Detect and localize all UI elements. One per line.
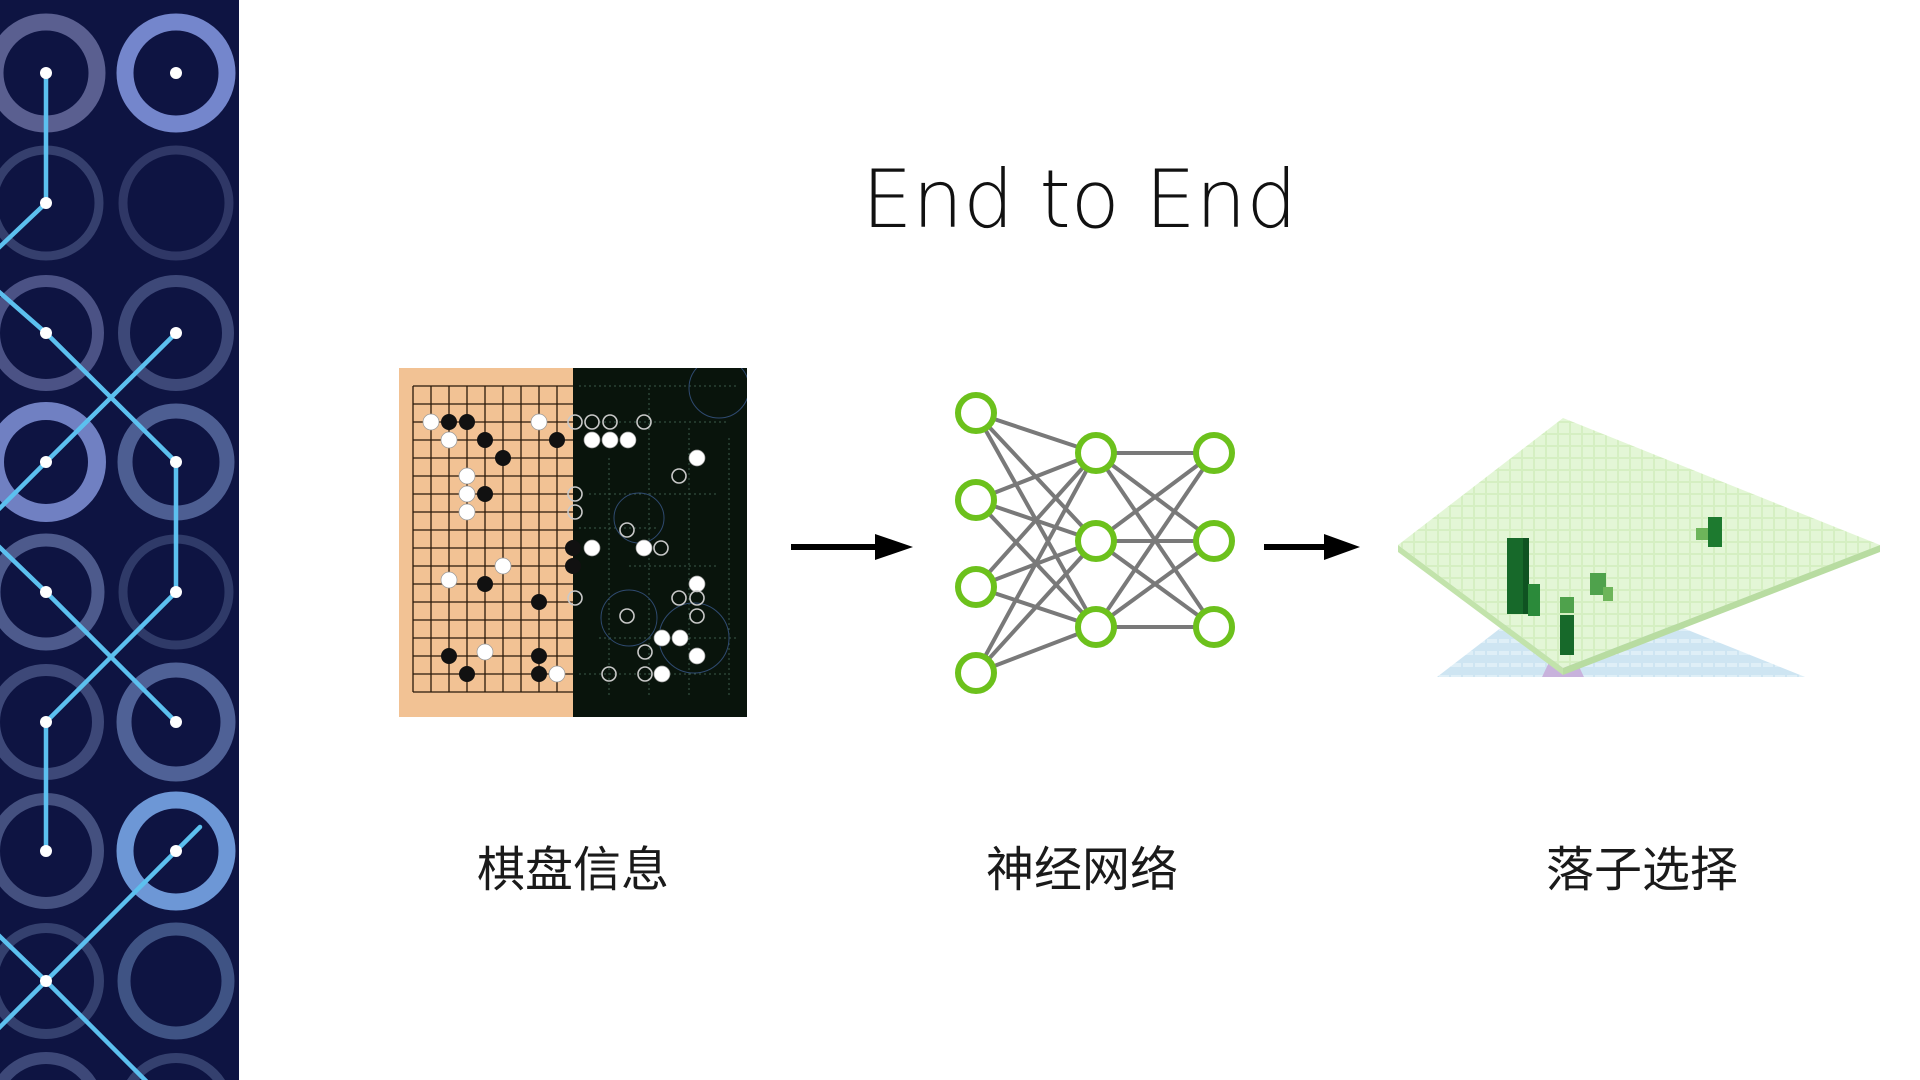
arrow-right-icon xyxy=(789,532,917,562)
step-label-move-selection: 落子选择 xyxy=(1545,842,1738,898)
step-label-board-info: 棋盘信息 xyxy=(476,842,669,898)
circuit-pattern-icon xyxy=(0,13,236,1080)
step-label-neural-network: 神经网络 xyxy=(985,842,1178,898)
decorative-sidebar xyxy=(0,0,239,1080)
neural-network-diagram xyxy=(940,380,1260,710)
slide-title: End to End xyxy=(861,153,1298,246)
move-probability-plane xyxy=(1390,410,1890,690)
arrow-right-icon xyxy=(1262,532,1362,562)
go-board-image xyxy=(399,357,750,717)
